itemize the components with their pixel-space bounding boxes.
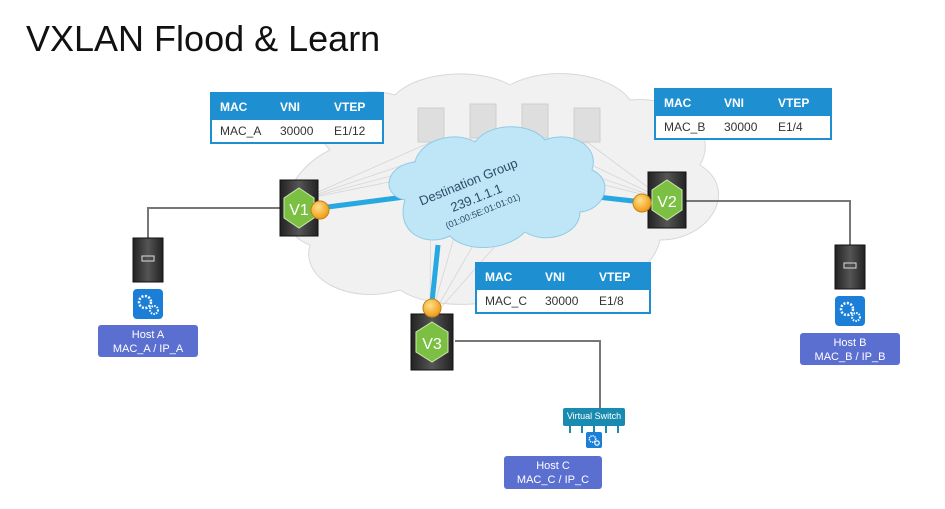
host-links	[147, 200, 851, 408]
host-b-name: Host B	[833, 337, 867, 349]
page-title: VXLAN Flood & Learn	[26, 18, 381, 59]
vtep-v3-label: V3	[422, 336, 442, 353]
header-vni: VNI	[724, 96, 745, 110]
mac-table-header: MAC VNI VTEP	[656, 90, 830, 116]
host-b-server-icon	[834, 244, 866, 290]
vtep-v2[interactable]: V2	[647, 171, 687, 229]
header-vtep: VTEP	[334, 100, 366, 114]
host-a-address: MAC_A / IP_A	[112, 343, 184, 355]
destination-group-cloud: Destination Group 239.1.1.1 (01:00:5E:01…	[388, 126, 606, 248]
cell-vni: 30000	[545, 294, 579, 308]
header-vni: VNI	[280, 100, 301, 114]
header-mac: MAC	[485, 270, 513, 284]
vtep-v3-endpoint	[422, 298, 442, 318]
mac-table-v1: MAC VNI VTEP MAC_A 30000 E1/12	[210, 92, 384, 144]
host-b-gear-icon	[835, 296, 865, 326]
host-a-server-icon	[132, 237, 164, 283]
host-b-address: MAC_B / IP_B	[814, 351, 886, 363]
table-row: MAC_B 30000 E1/4	[656, 116, 830, 138]
cell-vtep: E1/4	[778, 120, 803, 134]
vtep-v2-label: V2	[657, 194, 677, 211]
mac-table-header: MAC VNI VTEP	[477, 264, 649, 290]
host-c-box: Host C MAC_C / IP_C	[504, 456, 602, 489]
vtep-v1-label: V1	[289, 202, 309, 219]
mac-table-v2: MAC VNI VTEP MAC_B 30000 E1/4	[654, 88, 832, 140]
vtep-v1-endpoint	[310, 200, 330, 220]
host-a-name: Host A	[131, 329, 165, 341]
cell-mac: MAC_C	[485, 294, 528, 308]
host-a-gear-icon	[133, 289, 163, 319]
host-c-name: Host C	[536, 460, 570, 472]
host-a-box: Host A MAC_A / IP_A	[98, 325, 198, 357]
mac-table-header: MAC VNI VTEP	[212, 94, 382, 120]
mac-table-v3: MAC VNI VTEP MAC_C 30000 E1/8	[475, 262, 651, 314]
cell-vni: 30000	[280, 124, 314, 138]
host-c-gear-icon	[586, 432, 602, 448]
header-vni: VNI	[545, 270, 566, 284]
table-row: MAC_A 30000 E1/12	[212, 120, 382, 142]
cell-mac: MAC_A	[220, 124, 262, 138]
header-mac: MAC	[220, 100, 248, 114]
host-b-box: Host B MAC_B / IP_B	[800, 333, 900, 365]
virtual-switch-ports	[569, 426, 619, 433]
header-vtep: VTEP	[778, 96, 810, 110]
vtep-v2-endpoint	[632, 193, 652, 213]
cell-vtep: E1/8	[599, 294, 624, 308]
cell-vni: 30000	[724, 120, 758, 134]
cell-vtep: E1/12	[334, 124, 366, 138]
header-mac: MAC	[664, 96, 692, 110]
vtep-v3[interactable]: V3	[410, 313, 454, 371]
table-row: MAC_C 30000 E1/8	[477, 290, 649, 312]
virtual-switch: Virtual Switch	[563, 408, 625, 426]
header-vtep: VTEP	[599, 270, 631, 284]
cell-mac: MAC_B	[664, 120, 706, 134]
host-c-address: MAC_C / IP_C	[516, 474, 590, 486]
vtep-v1[interactable]: V1	[279, 179, 319, 237]
